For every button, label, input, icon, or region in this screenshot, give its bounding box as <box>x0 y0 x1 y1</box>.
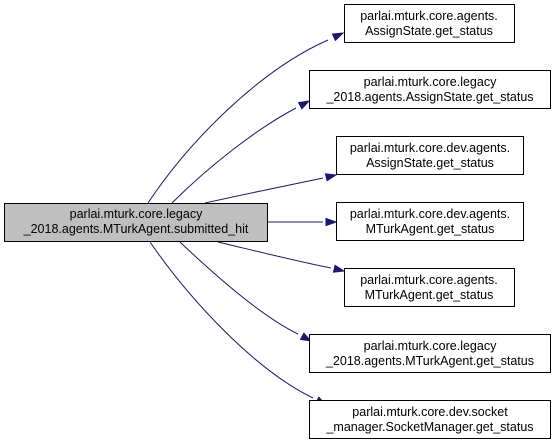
edge-5-arrowhead <box>332 264 346 273</box>
target-node-2[interactable]: parlai.mturk.core.legacy _2018.agents.As… <box>309 70 551 109</box>
edge-6 <box>179 241 299 335</box>
edge-3-arrowhead <box>324 173 338 182</box>
edge-3 <box>204 177 324 204</box>
target-node-1[interactable]: parlai.mturk.core.agents. AssignState.ge… <box>344 4 515 43</box>
edge-5 <box>217 241 332 269</box>
target-node-7-label-line-1: parlai.mturk.core.dev.socket <box>352 405 508 419</box>
target-node-2-label-line-2: _2018.agents.AssignState.get_status <box>325 90 533 104</box>
source-node-label-line-2: _2018.agents.MTurkAgent.submitted_hit <box>23 222 249 236</box>
target-node-3-label-line-1: parlai.mturk.core.dev.agents. <box>350 141 510 155</box>
target-node-6-label-line-1: parlai.mturk.core.legacy <box>364 339 497 353</box>
target-node-5-label-line-1: parlai.mturk.core.agents. <box>360 273 498 287</box>
target-node-1-label-line-2: AssignState.get_status <box>365 24 493 38</box>
target-node-5[interactable]: parlai.mturk.core.agents. MTurkAgent.get… <box>344 268 515 307</box>
target-node-6-label-line-2: _2018.agents.MTurkAgent.get_status <box>325 354 534 368</box>
edge-7 <box>149 241 314 399</box>
target-node-3-label-line-2: AssignState.get_status <box>366 156 494 170</box>
target-node-7-label-line-2: _manager.SocketManager.get_status <box>325 420 533 434</box>
edge-1 <box>147 39 329 204</box>
target-node-3[interactable]: parlai.mturk.core.dev.agents. AssignStat… <box>336 136 524 175</box>
edge-4-arrowhead <box>325 217 338 227</box>
edge-2 <box>171 107 297 204</box>
target-node-4-label-line-1: parlai.mturk.core.dev.agents. <box>350 207 510 221</box>
target-node-6[interactable]: parlai.mturk.core.legacy _2018.agents.MT… <box>309 334 551 373</box>
edge-1-arrowhead <box>331 32 345 42</box>
target-node-4-label-line-2: MTurkAgent.get_status <box>366 222 495 236</box>
edge-2-arrowhead <box>297 100 311 110</box>
edge-6-arrowhead <box>299 332 313 342</box>
target-node-1-label-line-1: parlai.mturk.core.agents. <box>360 9 498 23</box>
target-node-7[interactable]: parlai.mturk.core.dev.socket _manager.So… <box>309 400 551 439</box>
target-node-4[interactable]: parlai.mturk.core.dev.agents. MTurkAgent… <box>336 202 524 241</box>
source-node-label-line-1: parlai.mturk.core.legacy <box>70 207 203 221</box>
target-node-5-label-line-2: MTurkAgent.get_status <box>365 288 494 302</box>
target-node-2-label-line-1: parlai.mturk.core.legacy <box>364 75 497 89</box>
source-node[interactable]: parlai.mturk.core.legacy _2018.agents.MT… <box>4 203 268 242</box>
